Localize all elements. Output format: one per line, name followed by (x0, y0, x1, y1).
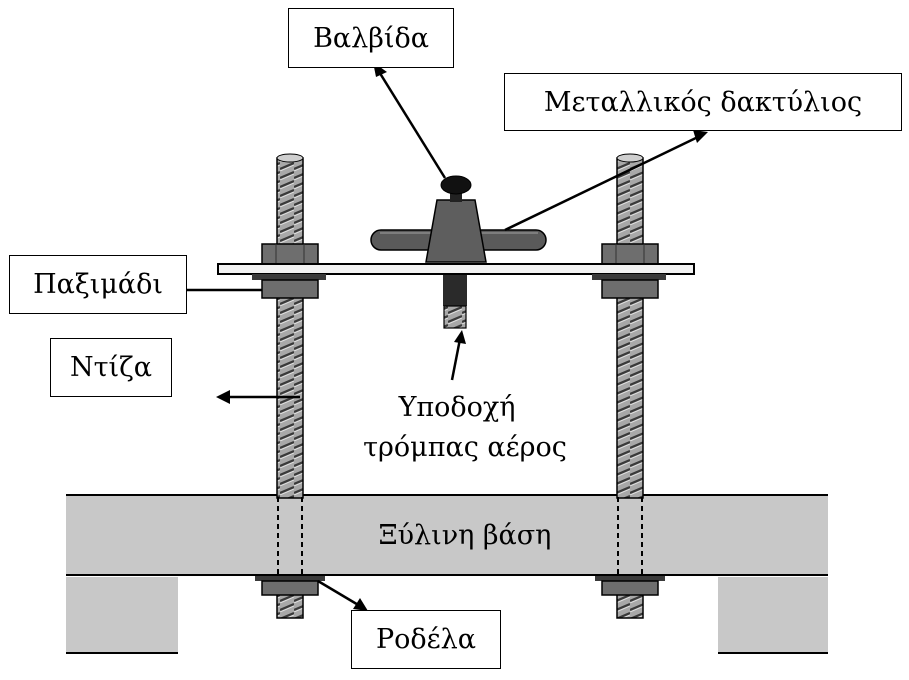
nut-upper-left (261, 243, 319, 265)
label-pump-fitting-line1: Υποδοχή (398, 392, 516, 423)
label-wooden-base: Ξύλινη βάση (378, 520, 552, 551)
label-threaded-rod: Ντίζα (50, 338, 172, 397)
washer-right (595, 576, 665, 596)
arrow-valve (376, 69, 447, 179)
label-valve: Βαλβίδα (288, 8, 454, 68)
arrowhead-metal-ring (693, 130, 708, 143)
wooden-base (66, 494, 828, 654)
label-nut: Παξιμάδι (9, 255, 187, 314)
pump-fitting (443, 274, 467, 329)
arrowhead-rod (216, 390, 230, 404)
threaded-rod-right (616, 153, 644, 619)
label-washer: Ροδέλα (351, 610, 501, 669)
threaded-rod-left (276, 153, 304, 619)
nut-lower-right (592, 274, 666, 299)
label-pump-fitting-line2: τρόμπας αέρος (363, 432, 567, 463)
nut-upper-right (601, 243, 659, 265)
top-plate (217, 263, 695, 275)
label-metal-ring: Μεταλλικός δακτύλιος (504, 73, 902, 131)
valve (425, 175, 487, 263)
arrow-pump-fitting (450, 338, 462, 381)
arrow-washer (317, 579, 361, 608)
arrowhead-washer (353, 598, 368, 611)
washer-left (255, 576, 325, 596)
arrowhead-pump-fitting (454, 330, 466, 344)
nut-lower-left (252, 274, 326, 299)
arrow-metal-ring (504, 134, 701, 232)
